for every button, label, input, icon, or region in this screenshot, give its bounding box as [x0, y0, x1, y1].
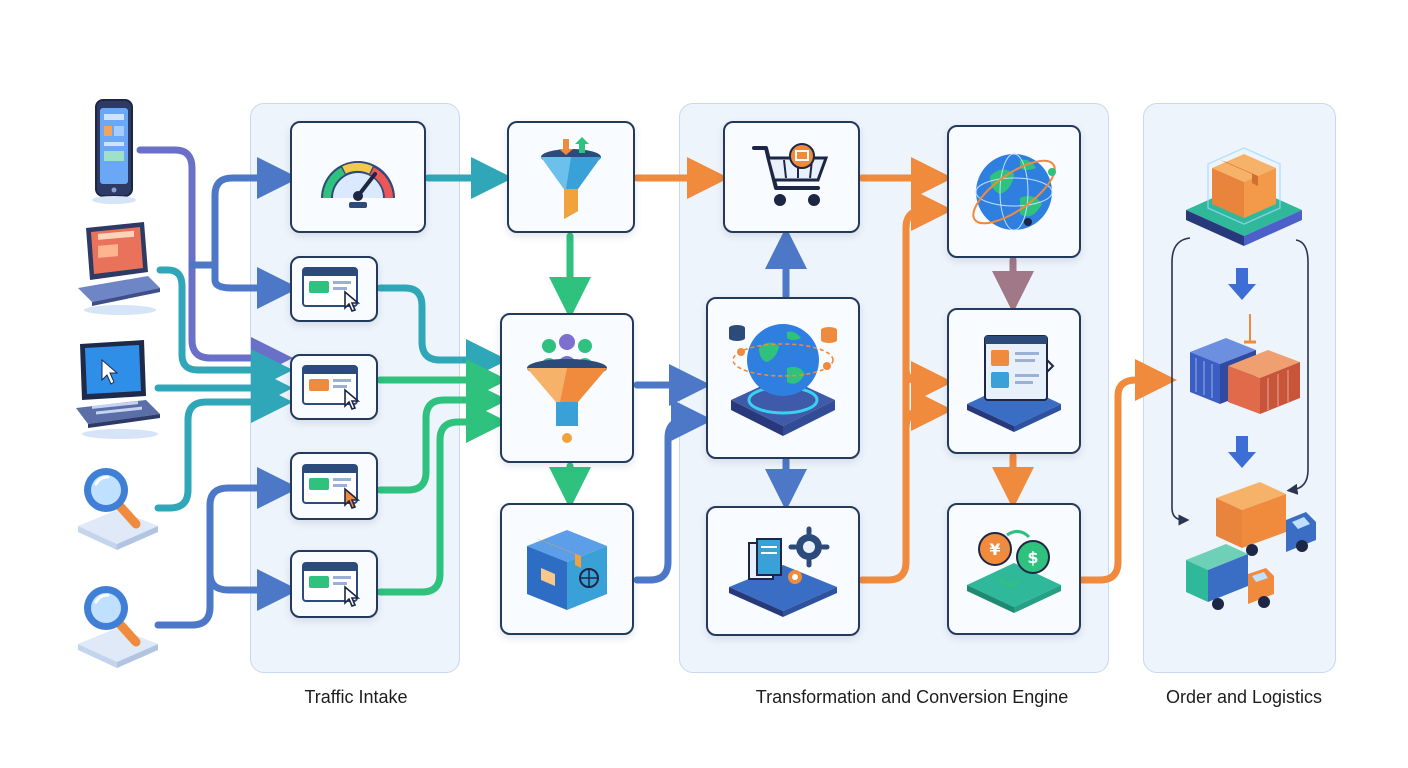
source-laptop-cursor[interactable] [72, 336, 164, 440]
logistics-containers[interactable] [1186, 312, 1304, 416]
shopping-cart-icon [751, 143, 828, 206]
laptop-icon [78, 222, 160, 315]
node-shopping-cart[interactable] [723, 121, 860, 233]
source-smartphone[interactable] [84, 96, 144, 206]
node-currency-exchange[interactable]: ¥ $ [947, 503, 1081, 635]
logistics-parcel[interactable] [1182, 138, 1306, 250]
laptop-cursor-icon [76, 340, 160, 439]
browser-window-icon [302, 562, 361, 607]
browser-window-icon [302, 267, 361, 312]
catalog-gear-icon [729, 526, 837, 617]
node-globe[interactable] [947, 125, 1081, 258]
label-traffic-intake: Traffic Intake [304, 687, 408, 707]
node-product-box[interactable] [500, 503, 634, 635]
label-conversion-engine: Transformation and Conversion Engine [755, 687, 1069, 707]
node-catalog[interactable] [706, 506, 860, 636]
magnifier-icon [78, 468, 158, 550]
source-search-1[interactable] [72, 462, 162, 554]
smartphone-icon [92, 99, 136, 204]
node-landing-page-4[interactable] [290, 550, 378, 618]
node-landing-page-3[interactable] [290, 452, 378, 520]
source-laptop[interactable] [74, 218, 164, 318]
dashboard-icon [967, 335, 1061, 432]
globe-icon [972, 153, 1056, 230]
logistics-trucks[interactable] [1182, 478, 1322, 622]
node-landing-page-2[interactable] [290, 354, 378, 420]
magnifier-icon [78, 586, 158, 668]
package-box-icon [527, 530, 607, 610]
svg-text:¥: ¥ [989, 540, 1000, 559]
node-speedometer[interactable] [290, 121, 426, 233]
browser-window-icon [302, 464, 361, 509]
delivery-trucks-icon [1186, 482, 1316, 610]
node-globe-platform[interactable] [706, 297, 860, 459]
shipping-containers-icon [1190, 314, 1300, 414]
browser-window-icon [302, 365, 361, 410]
source-search-2[interactable] [72, 580, 162, 672]
funnel-icon [541, 137, 601, 219]
node-funnel-top[interactable] [507, 121, 635, 233]
node-landing-page-1[interactable] [290, 256, 378, 322]
parcel-platform-icon [1186, 147, 1302, 246]
node-audience-funnel[interactable] [500, 313, 634, 463]
svg-text:$: $ [1027, 548, 1038, 567]
node-dashboard[interactable] [947, 308, 1081, 454]
currency-exchange-icon: ¥ $ [967, 530, 1061, 613]
audience-funnel-icon [527, 334, 607, 443]
label-order-logistics: Order and Logistics [1165, 687, 1323, 707]
speedometer-icon [321, 161, 395, 208]
globe-platform-icon [729, 324, 837, 436]
